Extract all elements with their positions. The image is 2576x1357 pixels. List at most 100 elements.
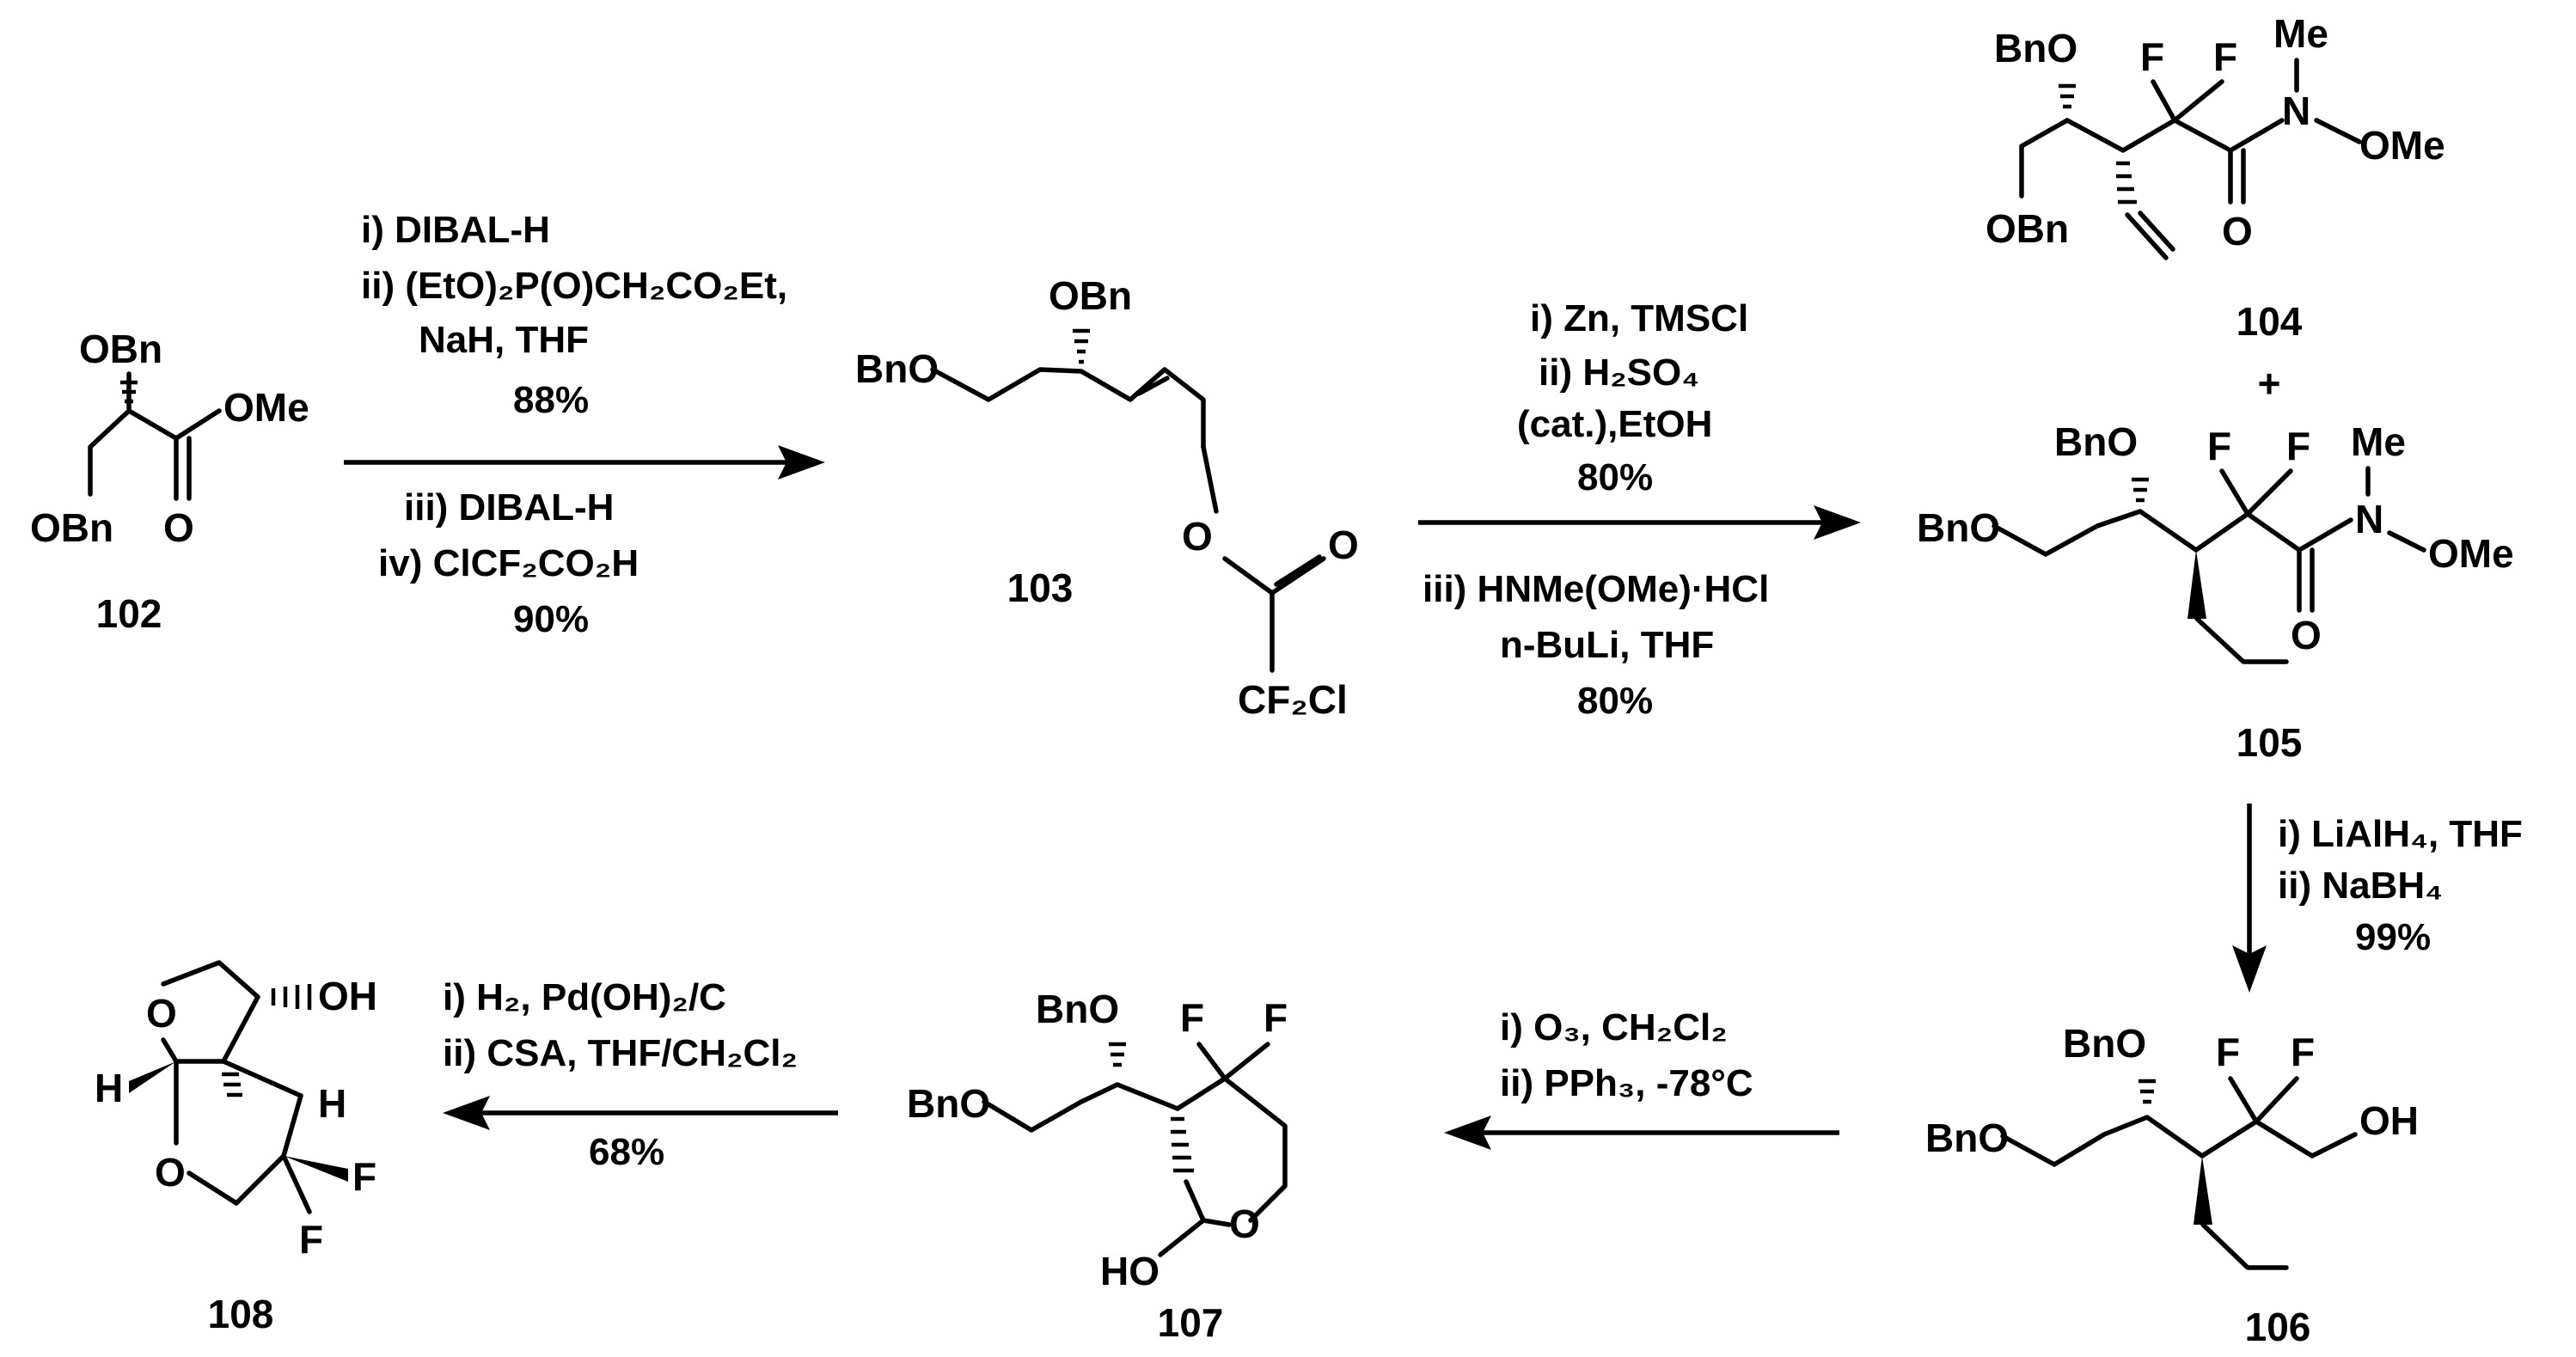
atom-bno-107a: BnO <box>1036 987 1119 1031</box>
reagents-step-1-below: iii) DIBAL-H iv) ClCF₂CO₂H 90% <box>378 486 639 640</box>
atom-oh-108: OH <box>318 974 377 1018</box>
atom-f-108a: F <box>352 1154 376 1199</box>
hash-bond-102 <box>120 380 138 404</box>
reagent-line: ii) NaBH₄ <box>2278 865 2443 907</box>
atom-f-105a: F <box>2207 424 2231 468</box>
reagent-line: (cat.),EtOH <box>1517 403 1712 445</box>
compound-106: BnO BnO F F OH 106 <box>1925 1021 2419 1349</box>
atom-f-104a: F <box>2140 34 2164 79</box>
atom-me-104: Me <box>2273 11 2328 56</box>
reagent-line: 99% <box>2355 916 2431 958</box>
compound-label-106: 106 <box>2245 1305 2311 1349</box>
hash-bond-104b <box>2116 161 2137 205</box>
atom-o-108b: O <box>155 1150 186 1195</box>
atom-h-108b: H <box>318 1081 346 1126</box>
atom-bno-106b: BnO <box>1925 1116 2009 1160</box>
atom-ome-104: OMe <box>2359 123 2445 168</box>
compound-102: OBn OMe O OBn 102 <box>30 327 309 636</box>
reagent-line: 88% <box>513 379 589 421</box>
reagent-line: ii) (EtO)₂P(O)CH₂CO₂Et, <box>361 265 787 307</box>
atom-bno-104: BnO <box>1994 26 2077 70</box>
atom-f-106b: F <box>2291 1030 2315 1074</box>
atom-obn-104: OBn <box>1986 206 2069 251</box>
atom-o-102: O <box>163 505 194 550</box>
atom-f-106a: F <box>2216 1030 2240 1074</box>
atom-f-105b: F <box>2286 424 2310 468</box>
reagent-line: i) Zn, TMSCl <box>1530 297 1748 339</box>
reagent-line: ii) PPh₃, -78°C <box>1500 1062 1753 1104</box>
atom-n-105: N <box>2355 497 2383 541</box>
hash-bond-104a <box>2059 83 2076 109</box>
hash-bond-107b <box>1171 1116 1194 1173</box>
reagent-line: NaH, THF <box>419 319 589 361</box>
compound-104: BnO OBn F F O N Me OMe 104 <box>1986 11 2445 344</box>
atom-f-108b: F <box>299 1217 323 1262</box>
atom-bno-106a: BnO <box>2063 1021 2146 1066</box>
reagent-line: i) LiAlH₄, THF <box>2278 813 2523 855</box>
compound-label-103: 103 <box>1007 565 1074 610</box>
reagent-line: ii) H₂SO₄ <box>1539 351 1699 394</box>
atom-o-103b: O <box>1328 523 1359 567</box>
compound-label-108: 108 <box>208 1292 274 1336</box>
reagent-line: iii) DIBAL-H <box>404 486 614 529</box>
reagent-line: 80% <box>1577 456 1653 498</box>
plus-sign: + <box>2258 361 2281 406</box>
atom-n-104: N <box>2282 89 2310 133</box>
atom-ome-105: OMe <box>2428 531 2514 576</box>
atom-obn-102b: OBn <box>30 505 113 550</box>
reagent-line: i) H₂, Pd(OH)₂/C <box>443 976 726 1018</box>
reagents-step-2-above: i) Zn, TMSCl ii) H₂SO₄ (cat.),EtOH 80% <box>1517 297 1748 498</box>
atom-o-105: O <box>2291 613 2322 657</box>
reaction-arrow-3 <box>2232 804 2267 993</box>
compound-label-102: 102 <box>96 591 162 636</box>
atom-o-104: O <box>2222 209 2253 254</box>
compound-107: BnO BnO F F O HO 107 <box>907 987 1288 1345</box>
compound-103: OBn BnO O O CF₂Cl 103 <box>855 273 1359 722</box>
reagents-step-3: i) LiAlH₄, THF ii) NaBH₄ 99% <box>2278 813 2523 958</box>
atom-cf2cl-103: CF₂Cl <box>1238 677 1348 722</box>
reagent-line: iv) ClCF₂CO₂H <box>378 542 639 584</box>
reaction-arrow-5 <box>443 1096 838 1130</box>
reagent-line: 80% <box>1577 680 1653 722</box>
atom-o-103a: O <box>1182 514 1213 559</box>
atom-oh-106: OH <box>2359 1098 2419 1143</box>
atom-f-107a: F <box>1180 995 1204 1040</box>
compound-108: O OH H O H F F 108 <box>95 960 377 1336</box>
compound-label-105: 105 <box>2236 720 2303 765</box>
atom-ome-102: OMe <box>223 385 309 430</box>
atom-o-107: O <box>1229 1201 1260 1246</box>
hash-bond-103 <box>1073 328 1090 364</box>
hash-bond-108a <box>271 984 312 1010</box>
hash-bond-107a <box>1109 1042 1126 1067</box>
reaction-arrow-1 <box>344 445 825 480</box>
reagent-line: i) DIBAL-H <box>361 209 550 251</box>
reagents-step-5: i) H₂, Pd(OH)₂/C ii) CSA, THF/CH₂Cl₂ 68% <box>443 976 798 1173</box>
reagents-step-1-above: i) DIBAL-H ii) (EtO)₂P(O)CH₂CO₂Et, NaH, … <box>361 209 787 421</box>
atom-f-107b: F <box>1264 995 1288 1040</box>
reaction-arrow-4 <box>1444 1116 1839 1150</box>
compound-label-107: 107 <box>1158 1300 1224 1345</box>
atom-h-108a: H <box>95 1066 123 1110</box>
reagent-line: n-BuLi, THF <box>1500 624 1714 666</box>
atom-bno-105b: BnO <box>1917 505 2000 550</box>
atom-bno-103: BnO <box>855 346 939 391</box>
reagent-line: ii) CSA, THF/CH₂Cl₂ <box>443 1032 798 1074</box>
compound-label-104: 104 <box>2236 299 2303 344</box>
atom-obn-103: OBn <box>1049 273 1132 318</box>
reagents-step-4: i) O₃, CH₂Cl₂ ii) PPh₃, -78°C <box>1500 1006 1753 1104</box>
hash-bond-105 <box>2132 477 2149 503</box>
atom-o-108a: O <box>146 991 177 1036</box>
reagent-line: 90% <box>513 598 589 640</box>
hash-bond-106 <box>2139 1079 2156 1104</box>
hash-bond-108b <box>222 1072 242 1097</box>
reagent-line: 68% <box>589 1131 664 1173</box>
atom-ho-107: HO <box>1100 1249 1160 1293</box>
atom-f-104b: F <box>2213 34 2237 79</box>
atom-bno-105a: BnO <box>2054 419 2138 464</box>
atom-bno-107b: BnO <box>907 1081 990 1126</box>
reagent-line: i) O₃, CH₂Cl₂ <box>1500 1006 1728 1048</box>
atom-me-105: Me <box>2351 419 2406 464</box>
compound-105: BnO BnO F F O N Me OMe 105 <box>1917 419 2514 765</box>
reaction-arrow-2 <box>1418 505 1861 540</box>
